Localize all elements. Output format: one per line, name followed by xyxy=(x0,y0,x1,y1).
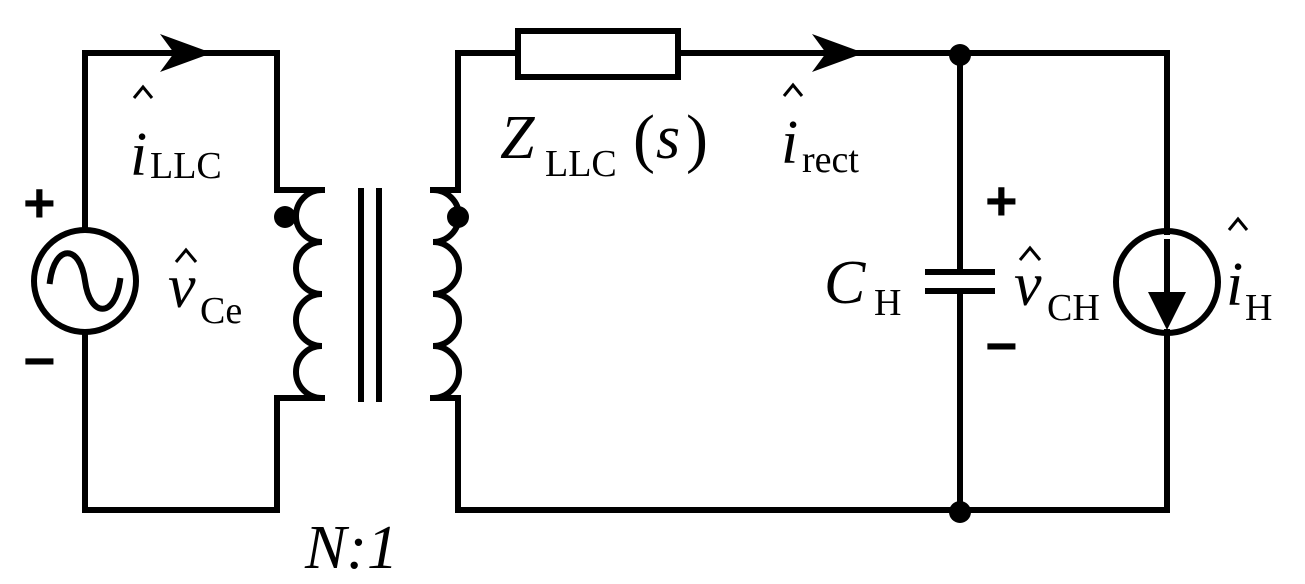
impedance-z-llc xyxy=(515,28,681,80)
i-rect-subscript: rect xyxy=(802,139,859,181)
primary-top-wire xyxy=(82,50,325,233)
i-llc-hat xyxy=(132,84,154,99)
v-ch-hat xyxy=(1018,245,1042,261)
i-llc-subscript: LLC xyxy=(150,145,222,187)
i-rect-current-arrow xyxy=(812,34,864,72)
label-v-ce: v Ce xyxy=(168,247,242,332)
v-ce-subscript: Ce xyxy=(200,290,242,332)
label-v-ch: v CH xyxy=(1014,245,1100,329)
v-ch-subscript: CH xyxy=(1047,287,1100,329)
secondary-top-wire-left xyxy=(430,50,521,193)
junction-dot-bottom xyxy=(949,501,971,523)
i-llc-symbol: i xyxy=(130,121,147,189)
label-i-rect: i rect xyxy=(781,82,859,181)
z-llc-symbol: Z xyxy=(500,104,535,172)
i-rect-symbol: i xyxy=(781,109,798,177)
c-h-symbol: C xyxy=(824,249,866,317)
source-minus-sign: − xyxy=(23,329,56,392)
secondary-winding xyxy=(432,187,462,401)
primary-bottom-wire xyxy=(82,329,325,513)
primary-polarity-dot xyxy=(274,206,296,228)
primary-loop xyxy=(82,34,325,513)
current-source-ih xyxy=(1113,228,1221,336)
label-c-h: C H xyxy=(824,249,901,324)
secondary-loop xyxy=(430,28,1170,513)
v-ch-symbol: v xyxy=(1014,251,1042,319)
label-i-llc: i LLC xyxy=(130,84,222,189)
primary-winding xyxy=(293,187,323,401)
z-llc-paren-open: ( xyxy=(633,102,655,175)
ac-voltage-source xyxy=(31,227,139,335)
capacitor-plus-sign: + xyxy=(985,169,1018,232)
label-i-h: i H xyxy=(1226,216,1272,329)
secondary-top-wire-right xyxy=(675,50,1170,235)
capacitor-minus-sign: − xyxy=(985,314,1018,377)
z-llc-argument: s xyxy=(656,104,680,172)
c-h-subscript: H xyxy=(874,282,901,324)
i-rect-hat xyxy=(782,82,804,97)
secondary-polarity-dot xyxy=(447,206,469,228)
i-llc-current-arrow xyxy=(160,34,212,72)
secondary-bottom-wire xyxy=(430,329,1170,513)
current-source-circle xyxy=(1113,228,1221,336)
z-llc-subscript: LLC xyxy=(545,143,617,185)
v-ce-symbol: v xyxy=(168,253,196,321)
sine-wave-icon xyxy=(46,250,124,312)
transformer xyxy=(274,187,469,402)
source-circle xyxy=(31,227,139,335)
v-ce-hat xyxy=(174,247,198,263)
label-z-llc: Z LLC ( s ) xyxy=(500,102,708,185)
down-arrow-icon xyxy=(1148,292,1186,330)
capacitor-ch xyxy=(925,44,995,523)
i-h-symbol: i xyxy=(1226,251,1243,319)
source-plus-sign: + xyxy=(23,171,56,234)
z-llc-paren-close: ) xyxy=(686,102,708,175)
i-h-subscript: H xyxy=(1245,287,1272,329)
junction-dot-top xyxy=(949,44,971,66)
i-h-hat xyxy=(1227,216,1249,231)
turns-ratio-label: N:1 xyxy=(304,514,398,582)
